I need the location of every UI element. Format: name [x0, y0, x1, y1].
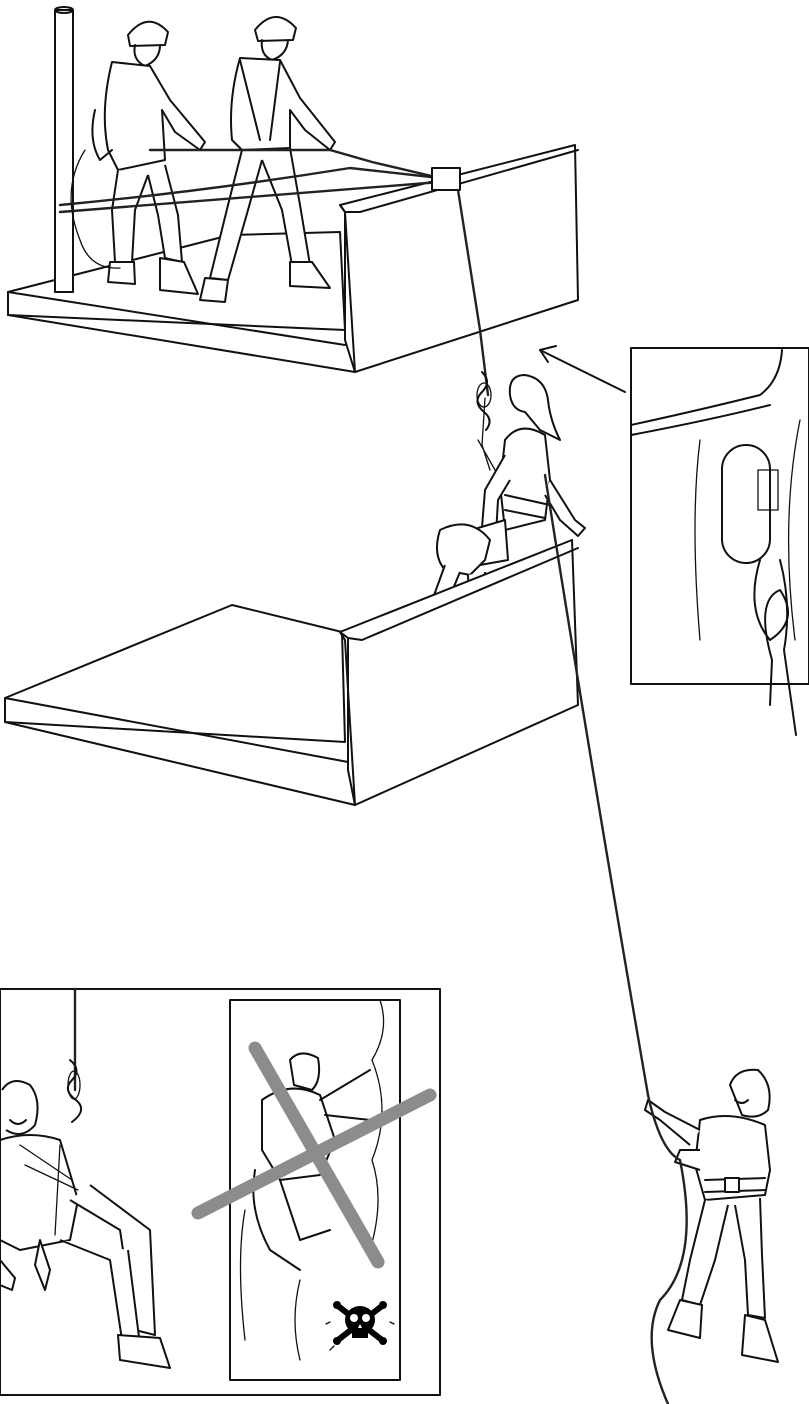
anchor-pole — [55, 7, 73, 292]
ground-rescuer — [645, 1070, 778, 1404]
detail-inset — [631, 348, 809, 735]
pointer-arrow — [540, 346, 625, 392]
lower-floor-slab — [5, 540, 578, 805]
